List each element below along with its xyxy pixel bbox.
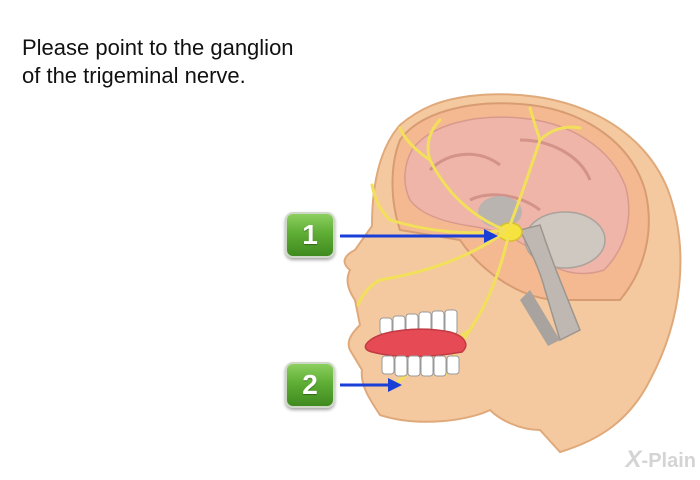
brainstem xyxy=(518,224,581,342)
question-text: Please point to the ganglion of the trig… xyxy=(22,34,382,90)
spinal-column xyxy=(520,290,560,346)
brain-fold xyxy=(428,138,592,212)
arrow-1 xyxy=(340,229,498,243)
nerve-branches xyxy=(356,106,582,387)
xplain-logo: X-Plain xyxy=(625,446,696,473)
question-line-1: Please point to the ganglion xyxy=(22,35,294,60)
tongue xyxy=(364,328,467,358)
lower-teeth xyxy=(381,355,460,377)
answer-button-1[interactable]: 1 xyxy=(285,212,335,258)
arrow-2 xyxy=(340,378,402,392)
question-line-2: of the trigeminal nerve. xyxy=(22,63,246,88)
answer-button-2[interactable]: 2 xyxy=(285,362,335,408)
